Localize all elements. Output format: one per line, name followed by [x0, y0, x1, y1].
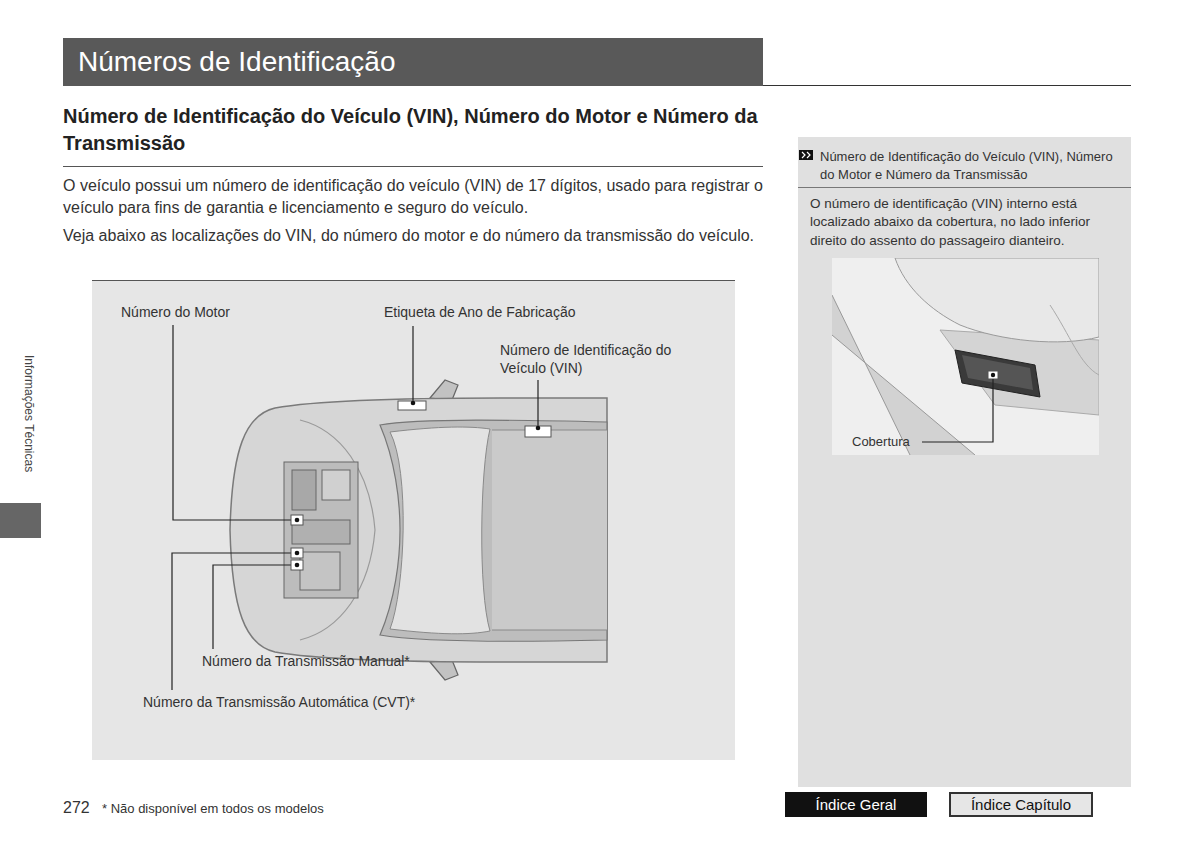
label-plate — [525, 426, 551, 437]
marker — [291, 548, 303, 558]
page-title: Números de Identificação — [78, 44, 396, 80]
sidebar-note: Número de Identificação do Veículo (VIN)… — [798, 137, 1131, 787]
leader-line — [537, 380, 538, 426]
engine-part — [300, 552, 340, 590]
marker-dot — [411, 401, 416, 406]
illustration-panel — [92, 280, 735, 760]
heading-rule — [63, 166, 763, 167]
cover-face — [962, 355, 1033, 390]
seat-rail — [1050, 305, 1099, 375]
part-name: Número da Transmissão Automática (CVT)* — [143, 694, 415, 712]
engine-part — [322, 470, 350, 500]
markers — [291, 401, 551, 570]
leader-line — [173, 325, 291, 520]
panel-rule — [92, 280, 735, 281]
button-label: Índice Geral — [816, 796, 897, 813]
sill-edge — [832, 295, 910, 455]
nav-button: Índice Geral — [785, 792, 927, 817]
chapter-tab-label: Informações Técnicas — [21, 355, 36, 472]
marker-dot — [536, 426, 541, 431]
part-name: Cobertura — [852, 434, 910, 450]
marker — [988, 371, 998, 379]
marker-dot — [991, 373, 995, 377]
nav-button: Índice Capítulo — [949, 792, 1093, 817]
page-number: 272 — [63, 798, 90, 818]
marker-dot — [295, 563, 300, 568]
seat-cushion — [895, 258, 1099, 342]
title-rule — [763, 85, 1131, 86]
engine-block — [284, 462, 358, 598]
roof-edge — [492, 630, 607, 631]
mirror — [430, 660, 458, 680]
icon-chevron — [802, 152, 805, 158]
footnote: * Não disponível em todos os modelos — [102, 801, 324, 817]
reference-icon — [799, 150, 813, 160]
leader-line — [922, 379, 993, 442]
leader-line — [213, 565, 291, 649]
note-heading: Número de Identificação do Veículo (VIN)… — [798, 137, 1131, 188]
engine-part — [292, 470, 316, 510]
mirror — [430, 380, 458, 400]
photo-ground — [832, 258, 1099, 455]
part-name: Número de Identificação do Veículo (VIN) — [500, 342, 678, 377]
button-label: Índice Capítulo — [971, 796, 1071, 813]
roof — [492, 430, 607, 630]
marker-dot — [295, 518, 300, 523]
part-name: Número do Motor — [121, 304, 230, 322]
note-body: O número de identificação (VIN) interno … — [798, 188, 1131, 250]
car-illustration — [230, 380, 607, 680]
part-name: Número da Transmissão Manual* — [202, 653, 410, 671]
seat-photo — [832, 258, 1099, 455]
icon-chevron — [807, 152, 810, 158]
leader-lines — [172, 325, 538, 690]
marker — [291, 515, 303, 525]
marker-dot — [295, 551, 300, 556]
label-plate — [398, 401, 426, 410]
car-body — [230, 398, 607, 662]
leader-line — [412, 326, 413, 401]
paragraph: Veja abaixo as localizações do VIN, do n… — [63, 225, 763, 247]
paragraph: O veículo possui um número de identifica… — [63, 175, 763, 220]
part-name: Etiqueta de Ano de Fabricação — [384, 304, 575, 322]
windshield — [390, 427, 490, 634]
leader-line — [172, 553, 291, 690]
cabin — [380, 420, 607, 641]
chapter-tab — [0, 503, 41, 538]
engine — [284, 462, 358, 598]
marker — [291, 560, 303, 570]
seat-base — [940, 330, 1099, 415]
cover — [955, 350, 1040, 397]
title-bar — [63, 38, 763, 86]
section-heading: Número de Identificação do Veículo (VIN)… — [63, 103, 763, 157]
sidebar-panel — [798, 137, 1131, 787]
icon-box — [799, 150, 813, 160]
sill-edge — [832, 335, 975, 455]
